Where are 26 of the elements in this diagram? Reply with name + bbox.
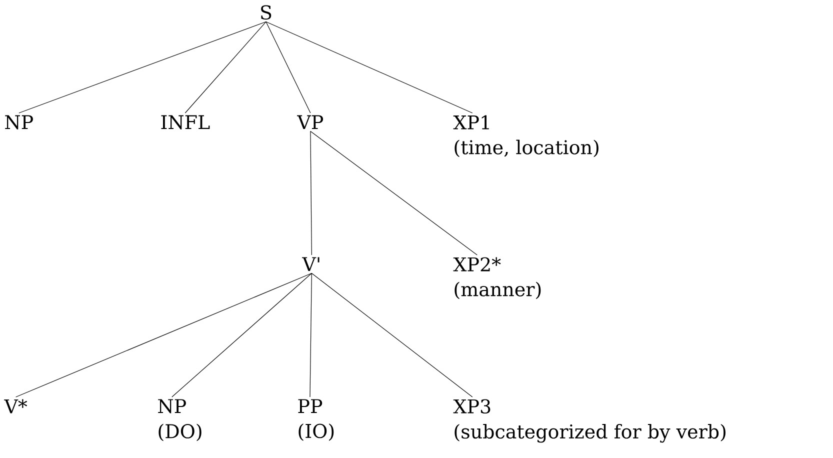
tree-annotation: (subcategorized for by verb): [454, 424, 726, 443]
tree-label: NP: [158, 399, 186, 414]
tree-annotation: (manner): [454, 282, 541, 300]
tree-branch: [310, 130, 312, 256]
tree-annotation: (IO): [298, 423, 334, 441]
tree-branch: [172, 272, 312, 398]
tree-branch: [311, 272, 473, 398]
tree-label: XP1: [453, 115, 489, 130]
tree-label: PP: [298, 399, 322, 414]
tree-annotation: (time, location): [454, 140, 598, 158]
tree-branch: [310, 130, 478, 256]
tree-label: V*: [4, 399, 28, 414]
tree-branch: [16, 272, 312, 398]
tree-label: XP3: [453, 399, 490, 414]
tree-branch: [18, 21, 266, 114]
tree-label: INFL: [161, 115, 210, 130]
tree-branch: [266, 21, 311, 114]
tree-annotation: (DO): [158, 424, 202, 442]
tree-label: XP2*: [453, 257, 501, 272]
tree-branch: [266, 21, 473, 114]
tree-branch: [184, 21, 266, 114]
tree-label: V': [302, 257, 320, 272]
tree-branch: [310, 272, 312, 398]
tree-label: VP: [297, 115, 324, 130]
tree-label: S: [261, 5, 272, 20]
tree-label: NP: [5, 115, 33, 130]
